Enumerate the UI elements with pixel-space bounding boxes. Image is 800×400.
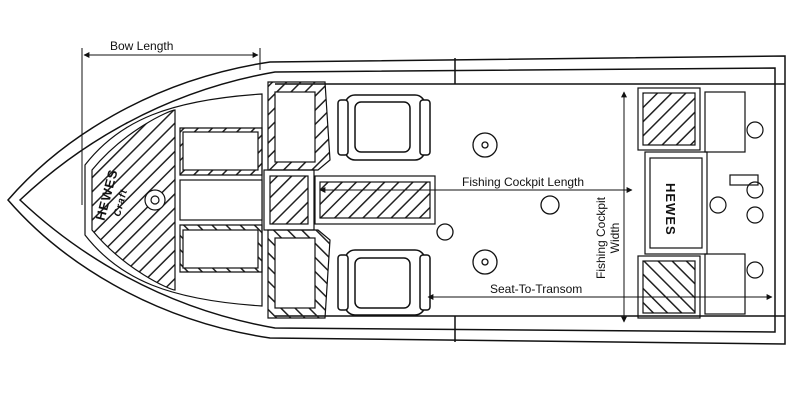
deck-fittings	[436, 132, 560, 275]
rear-brand-logo: HEWES	[663, 183, 678, 236]
rear-compartments	[637, 87, 764, 319]
bow-deck	[84, 93, 263, 307]
center-storage	[314, 175, 436, 225]
seat-port	[337, 94, 431, 161]
rear-brand-logo-text: HEWES	[663, 183, 678, 236]
seat-starboard	[337, 249, 431, 316]
dimension-bow-length	[81, 48, 261, 205]
fishing-cockpit-length-label: Fishing Cockpit Length	[462, 175, 584, 189]
hull-outline	[7, 55, 786, 345]
seat-to-transom-label: Seat-To-Transom	[490, 282, 582, 296]
fishing-cockpit-width-label-line1: Fishing Cockpit	[594, 196, 608, 279]
console	[263, 81, 331, 319]
bow-length-label: Bow Length	[110, 39, 173, 53]
fishing-cockpit-width-label-line2: Width	[608, 223, 622, 254]
